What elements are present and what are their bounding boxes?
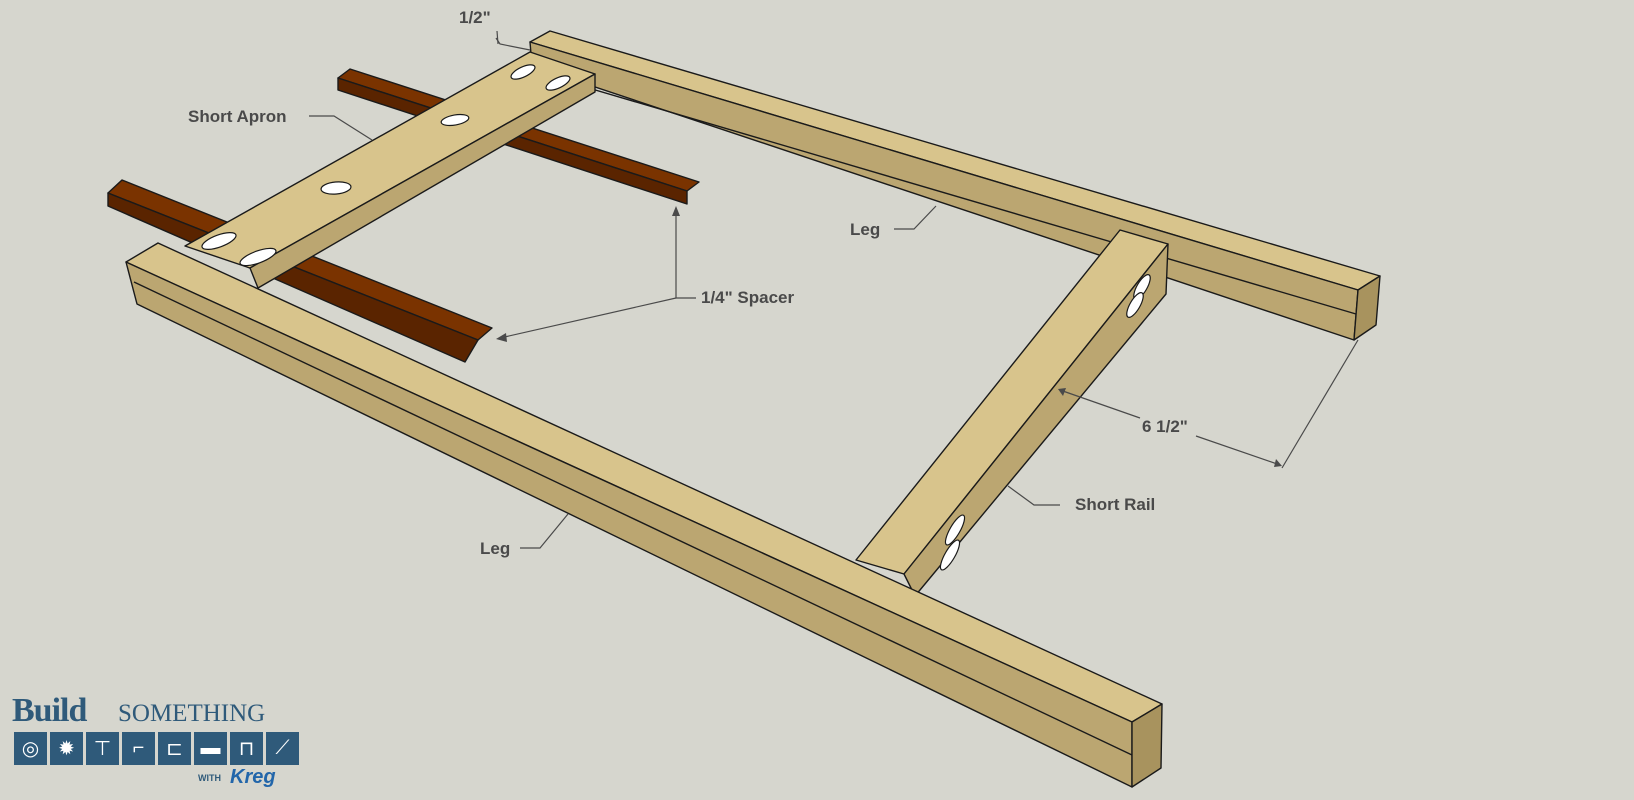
clamp-icon: ⊏: [158, 732, 191, 765]
leg-top-label: Leg: [850, 220, 880, 239]
short-rail-side: [903, 243, 1169, 597]
leader-leg-bottom: [520, 513, 569, 549]
pocket-hole: [239, 247, 277, 267]
logo-with-text: WITH: [198, 773, 221, 783]
spacer-front-side: [107, 192, 479, 363]
six-half-label: 6 1/2": [1142, 417, 1188, 436]
leg-back-top: [529, 30, 1381, 291]
buildsomething-logo: Build SOMETHING ◎ ✹ ⊤ ⌐ ⊏ ▬ ⊓ ⟋ WITH Kre…: [12, 692, 312, 792]
leader-leg-top: [894, 205, 937, 230]
pocket-hole: [510, 64, 536, 80]
logo-build-text: Build: [12, 692, 87, 729]
pocket-hole: [939, 539, 961, 571]
arrowhead: [672, 206, 680, 216]
logo-kreg-text: Kreg: [230, 766, 276, 788]
brush-icon: ⟋: [266, 732, 299, 765]
pocket-hole: [545, 75, 571, 91]
leader-six-half-left: [1059, 389, 1141, 419]
leg-bottom-label: Leg: [480, 539, 510, 558]
pocket-hole: [320, 181, 352, 195]
pocket-hole: [1126, 292, 1144, 318]
arrowhead: [1274, 459, 1282, 467]
leader-short-rail: [1007, 485, 1060, 506]
leader-spacer-1: [675, 208, 696, 299]
short-apron-side: [249, 73, 596, 289]
leg-front-end: [1131, 703, 1163, 788]
half-inch-label: 1/2": [459, 8, 491, 27]
spacer-label: 1/4" Spacer: [701, 288, 795, 307]
logo-tool-icons: ◎ ✹ ⊤ ⌐ ⊏ ▬ ⊓ ⟋: [14, 732, 299, 765]
short-rail-label: Short Rail: [1075, 495, 1155, 514]
paint-roller-icon: ⊓: [230, 732, 263, 765]
arrowhead: [496, 333, 507, 342]
drill-icon: ⌐: [122, 732, 155, 765]
six-half-extension: [1281, 339, 1359, 469]
pocket-hole: [440, 113, 470, 127]
hammer-icon: ⊤: [86, 732, 119, 765]
short-apron: [184, 51, 596, 289]
short-rail-top: [855, 229, 1169, 575]
leader-six-half-right: [1195, 435, 1281, 466]
leader-spacer-2: [499, 297, 677, 339]
leg-front: [125, 242, 1163, 788]
tape-measure-icon: ◎: [14, 732, 47, 765]
arrowhead: [1058, 388, 1066, 396]
leader-half-inch: [495, 37, 531, 51]
leg-back-end: [1353, 275, 1381, 341]
spacer-back-side: [337, 77, 688, 205]
leader-lines: [309, 30, 1359, 549]
leader-short-apron: [309, 115, 373, 141]
pocket-hole: [201, 232, 237, 250]
logo-something-text: SOMETHING: [118, 700, 266, 727]
short-rail: [855, 229, 1169, 597]
short-apron-label: Short Apron: [188, 107, 287, 126]
pocket-hole: [944, 514, 966, 546]
level-icon: ▬: [194, 732, 227, 765]
saw-blade-icon: ✹: [50, 732, 83, 765]
